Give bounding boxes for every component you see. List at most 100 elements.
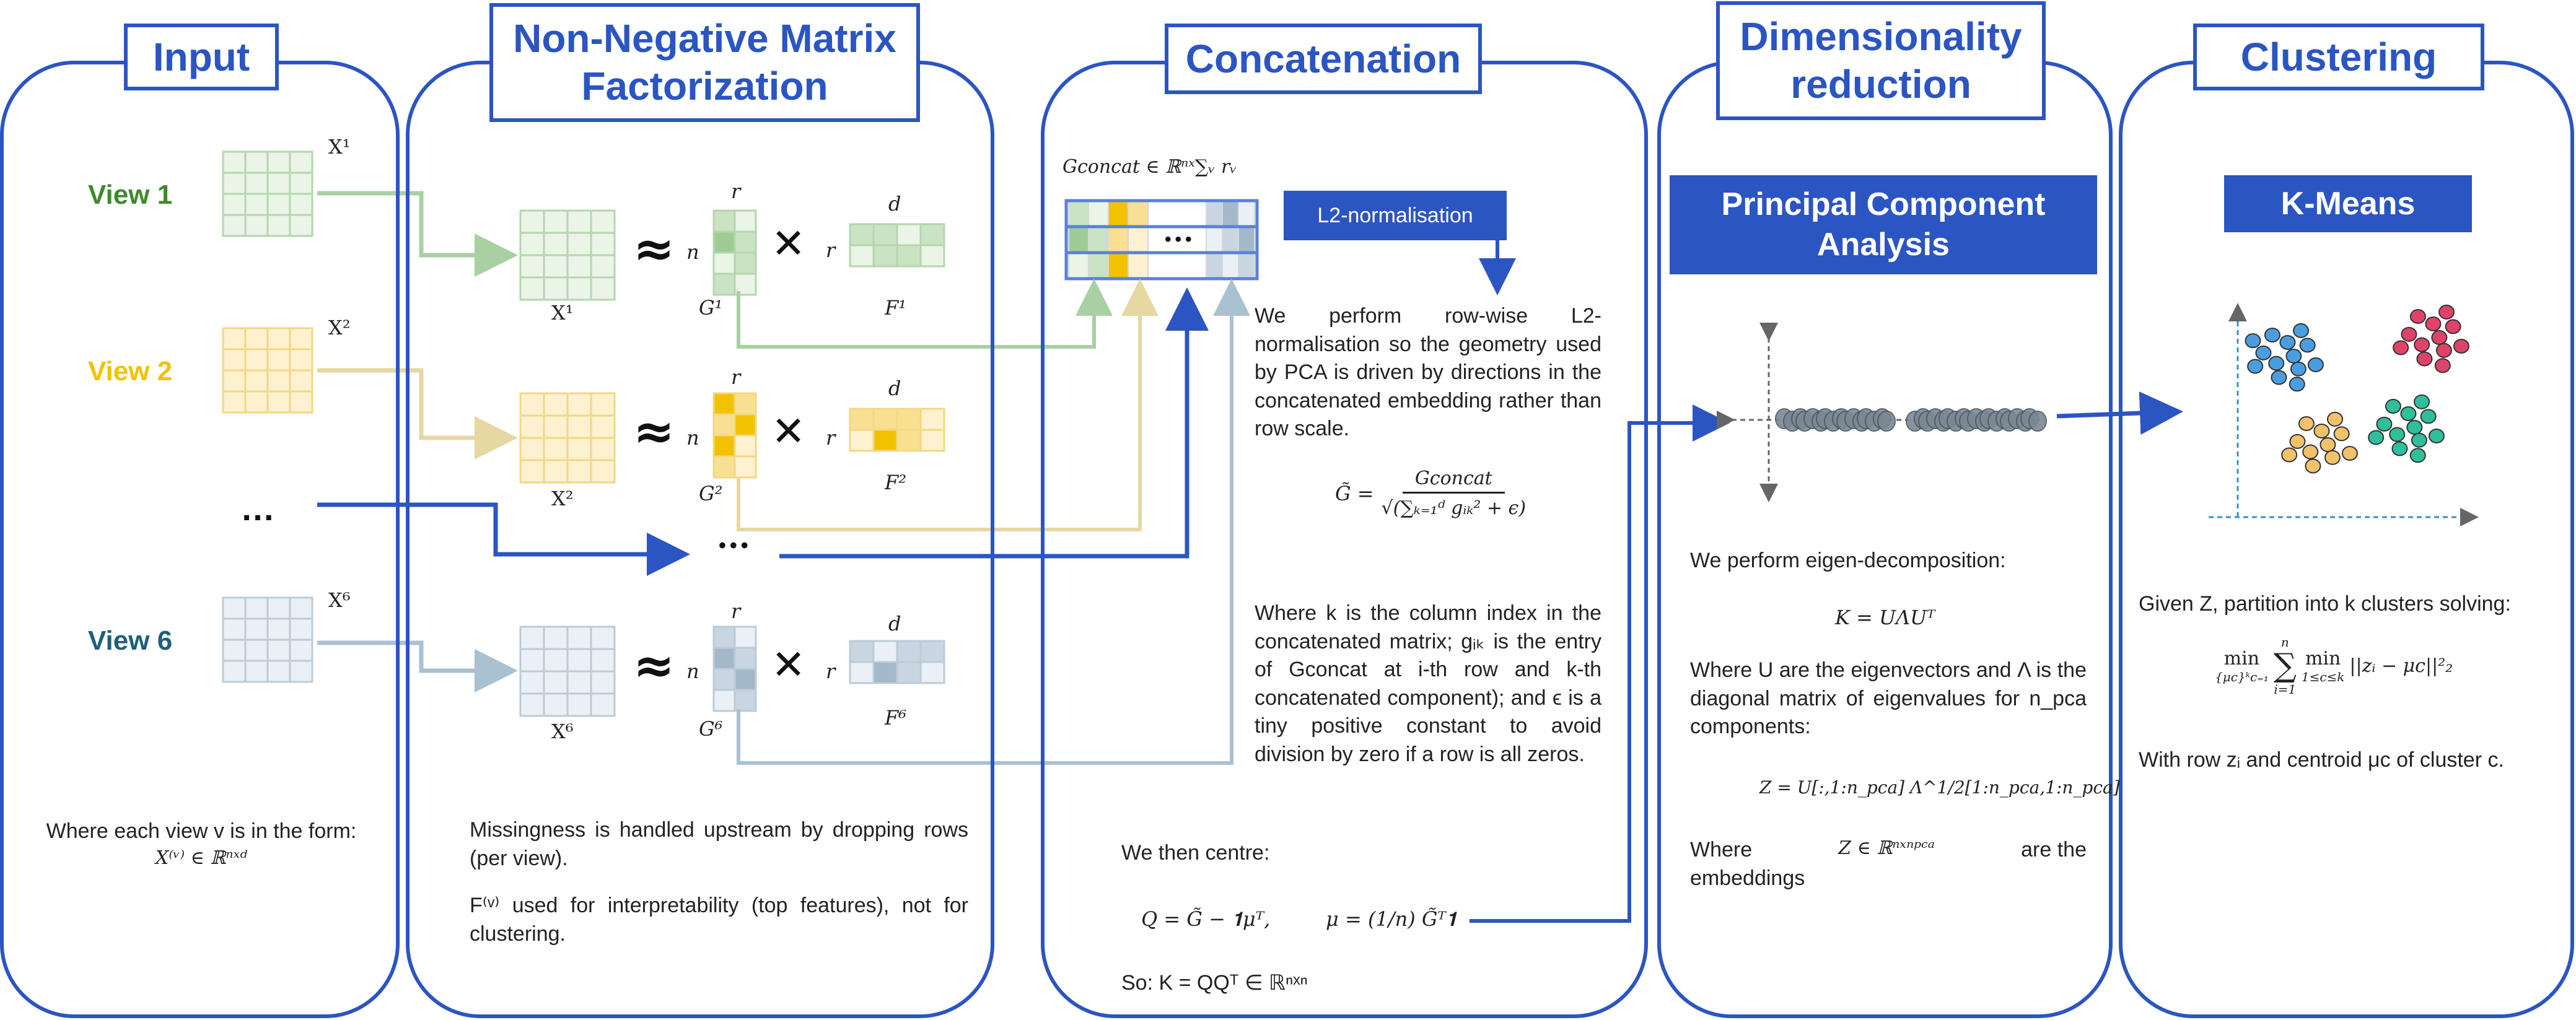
connector-pca-kmeans: [2056, 391, 2183, 435]
dim-n-2: n: [686, 426, 699, 450]
kmeans-cluster-teal-point: [2376, 416, 2393, 432]
nmf-matrix-x1-cell: [543, 276, 569, 301]
approx-1: ≈: [633, 220, 675, 277]
connector-g1: [737, 279, 1113, 349]
connector-view1: [317, 191, 518, 277]
kmeans-cluster-blue-point: [2289, 377, 2305, 392]
concat-para-2: Where k is the column index in the conca…: [1255, 601, 1601, 766]
kmeans-cluster-teal: [2368, 394, 2445, 463]
obj-sum: ∑: [2273, 647, 2297, 684]
k-formula: K = UΛUᵀ: [1835, 606, 1935, 629]
kmeans-plot: [2209, 303, 2479, 526]
nmf-matrix-g1-cell: [734, 230, 757, 254]
connector-g2: [737, 279, 1159, 531]
connector-view2: [317, 368, 518, 460]
input-caption-line1: Where each view v is in the form:: [46, 819, 357, 843]
input-matrix-x1: [222, 150, 313, 237]
kmeans-cluster-teal-point: [2411, 432, 2427, 448]
gtilde-denominator: √(∑ₖ₌₁ᵈ gᵢₖ² + ϵ): [1381, 497, 1527, 519]
obj-min2: min: [2305, 647, 2341, 669]
dim-r-1b: r: [826, 238, 836, 262]
nmf-matrix-x1-cell: [590, 232, 616, 256]
kmeans-cluster-blue-point: [2293, 323, 2310, 338]
concat-title: Concatenation: [1165, 24, 1482, 94]
nmf-g1-label: G¹: [699, 296, 723, 320]
input-matrix-x6-cell: [266, 660, 291, 683]
nmf-matrix-g1-cell: [712, 272, 736, 296]
kmeans-cluster-teal-point: [2368, 430, 2385, 445]
kmeans-cluster-pink-point: [2409, 308, 2426, 324]
gconcat-label: Gconcat ∈ ℝⁿˣ∑ᵥ rᵥ: [1062, 156, 1237, 178]
concat-ellipsis: •••: [1165, 229, 1196, 250]
input-matrix-x6-cell: [222, 660, 247, 683]
nmf-matrix-x6-cell: [543, 692, 569, 717]
where2-b: Z ∈ ℝⁿˣⁿᵖᶜᵃ: [1838, 837, 1935, 859]
with-text: With row zᵢ and centroid μc of cluster c…: [2139, 748, 2504, 772]
kmeans-cluster-blue-point: [2245, 333, 2261, 349]
kmeans-cluster-teal-point: [2409, 448, 2426, 463]
where2-row: Where Z ∈ ℝⁿˣⁿᵖᶜᵃ are the: [1690, 836, 2087, 865]
input-title: Input: [124, 24, 279, 90]
connector-centre-pca: [1470, 404, 1730, 923]
obj-min2-sub: 1≤c≤k: [2301, 669, 2345, 684]
obj-min-sub: {μc}ᵏc₌₁: [2215, 669, 2269, 684]
kmeans-cluster-teal-point: [2400, 406, 2417, 421]
obj-norm: ||zᵢ − μc||²₂: [2349, 655, 2453, 677]
input-matrix-x2-cell: [289, 390, 313, 414]
obj-sum-bot: i=1: [2274, 682, 2297, 697]
kmeans-cluster-pink-point: [2445, 319, 2461, 334]
kmeans-cluster-pink-point: [2438, 304, 2455, 320]
obj-min: min: [2223, 647, 2260, 669]
nmf-matrix-f2-cell: [919, 408, 945, 431]
nmf-x2-label: X²: [551, 487, 574, 510]
nmf-matrix-g1-cell: [734, 251, 757, 275]
nmf-matrix-f2: [849, 408, 945, 452]
kmeans-cluster-orange-point: [2302, 444, 2319, 460]
input-matrix-x6-cell: [289, 596, 313, 620]
input-caption: Where each view v is in the form: X⁽ᵛ⁾ ∈…: [25, 817, 378, 871]
kmeans-cluster-teal-point: [2391, 441, 2408, 456]
concat-row-outline: [1064, 251, 1259, 281]
obj-sum-block: n ∑ i=1: [2274, 635, 2297, 697]
kmeans-objective: min {μc}ᵏc₌₁ n ∑ i=1 min 1≤c≤k ||zᵢ − μc…: [2215, 635, 2453, 697]
nmf-matrix-x6: [519, 626, 616, 717]
dim-d-1: d: [888, 192, 901, 216]
view-6-label: View 6: [88, 626, 173, 656]
nmf-matrix-g2-cell: [734, 455, 757, 479]
centre-text: We then centre:: [1121, 841, 1270, 865]
kmeans-cluster-blue-point: [2307, 357, 2324, 373]
kmeans-cluster-teal-point: [2428, 429, 2445, 444]
dim-r-6: r: [731, 599, 741, 623]
z-formula: Z = U[:,1:n_pca] Λ^1/2[1:n_pca,1:n_pca]: [1759, 777, 2120, 798]
obj-sum-top: n: [2280, 635, 2289, 650]
kmeans-cluster-blue-point: [2255, 345, 2272, 360]
obj-min2-block: min 1≤c≤k: [2302, 648, 2345, 684]
nmf-matrix-g2-cell: [712, 455, 736, 479]
so-text: So: K = QQᵀ ∈ ℝⁿˣⁿ: [1121, 971, 1308, 995]
kmeans-cluster-blue-point: [2299, 338, 2316, 353]
nmf-matrix-f6-cell: [919, 661, 945, 684]
nmf-matrix-g1-cell: [734, 209, 757, 233]
kmeans-cluster-teal-point: [2420, 409, 2437, 424]
connector-layer: [317, 191, 2183, 923]
nmf-matrix-f1-cell: [919, 244, 945, 268]
times-2: ✕: [771, 408, 806, 455]
given-text: Given Z, partition into k clusters solvi…: [2139, 592, 2511, 616]
kmeans-cluster-blue-point: [2264, 327, 2280, 342]
dimred-title: Dimensionality reduction: [1716, 1, 2046, 120]
concat-cell: [1108, 201, 1129, 227]
pca-label: Principal Component Analysis: [1670, 175, 2097, 274]
nmf-matrix-g6: [712, 626, 757, 712]
where2-c: are the: [2021, 838, 2087, 861]
input-matrix-x2-cell: [266, 327, 291, 351]
nmf-matrix-g6-cell: [712, 647, 736, 670]
pca-point: [2028, 411, 2047, 432]
where2-d: embeddings: [1690, 866, 1805, 890]
nmf-ellipsis: •••: [719, 534, 752, 557]
nmf-matrix-x2-cell: [543, 437, 569, 461]
approx-6: ≈: [633, 637, 675, 694]
input-matrix-x6: [222, 596, 313, 683]
input-matrix-x1-cell: [244, 193, 269, 216]
nmf-matrix-x1-cell: [519, 276, 545, 301]
input-x1-label: X¹: [328, 135, 351, 159]
